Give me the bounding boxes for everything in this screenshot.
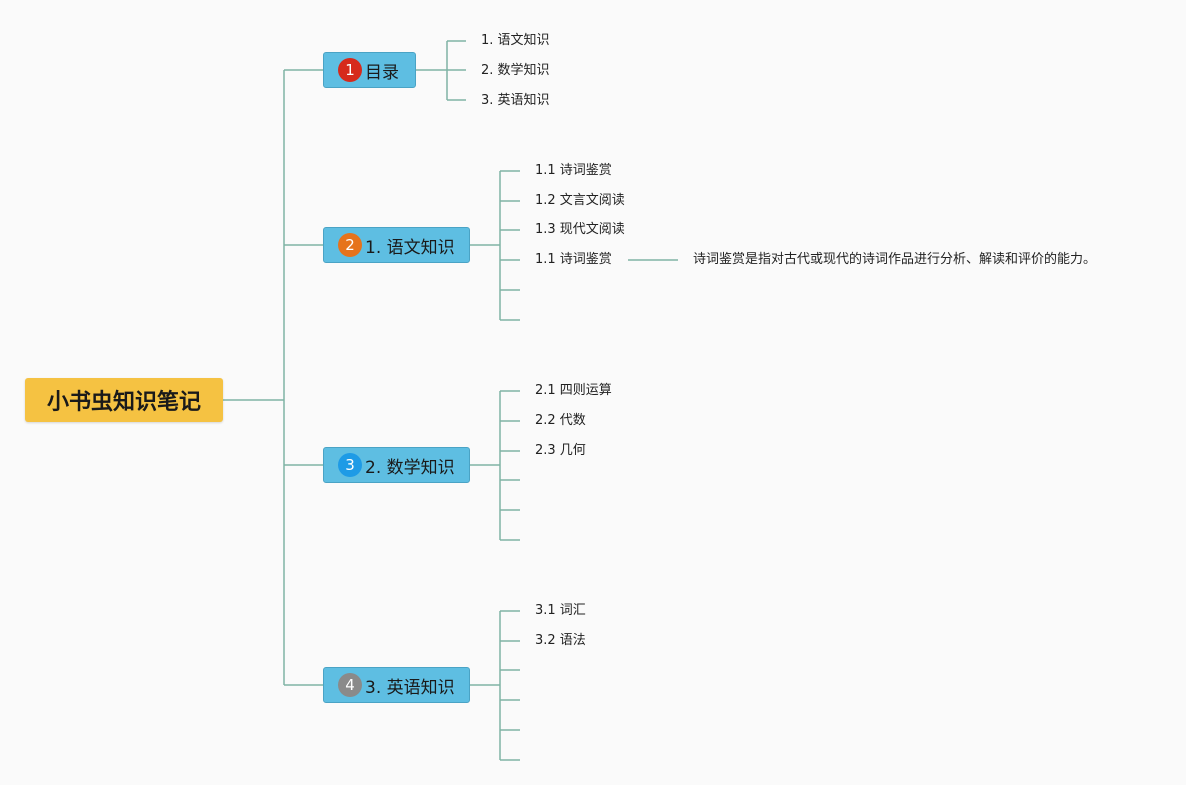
- branch-topic-label: 目录: [365, 62, 399, 83]
- subtopic-item[interactable]: 3.1 词汇: [535, 603, 586, 618]
- subtopic-item[interactable]: 2.3 几何: [535, 443, 586, 458]
- branch-topic-english[interactable]: 4 3. 英语知识: [323, 667, 470, 703]
- priority-1-marker-icon: 1: [338, 58, 362, 82]
- subtopic-item[interactable]: 1. 语文知识: [481, 33, 550, 48]
- priority-2-marker-icon: 2: [338, 233, 362, 257]
- subtopic-item[interactable]: 1.1 诗词鉴赏: [535, 252, 612, 267]
- branch-topic-label: 3. 英语知识: [365, 677, 455, 698]
- branch-topic-math[interactable]: 3 2. 数学知识: [323, 447, 470, 483]
- subtopic-item[interactable]: 1.1 诗词鉴赏: [535, 163, 612, 178]
- subtopic-item[interactable]: 1.3 现代文阅读: [535, 222, 625, 237]
- root-topic-label: 小书虫知识笔记: [46, 390, 201, 415]
- subtopic-note[interactable]: 诗词鉴赏是指对古代或现代的诗词作品进行分析、解读和评价的能力。: [693, 252, 1097, 267]
- branch-topic-contents[interactable]: 1 目录: [323, 52, 416, 88]
- priority-4-marker-icon: 4: [338, 673, 362, 697]
- branch-topic-label: 1. 语文知识: [365, 237, 455, 258]
- subtopic-item[interactable]: 3.2 语法: [535, 633, 586, 648]
- subtopic-item[interactable]: 2.1 四则运算: [535, 383, 612, 398]
- priority-3-marker-icon: 3: [338, 453, 362, 477]
- branch-topic-chinese[interactable]: 2 1. 语文知识: [323, 227, 470, 263]
- branch-topic-label: 2. 数学知识: [365, 457, 455, 478]
- subtopic-item[interactable]: 3. 英语知识: [481, 93, 550, 108]
- subtopic-item[interactable]: 2.2 代数: [535, 413, 586, 428]
- subtopic-item[interactable]: 1.2 文言文阅读: [535, 193, 625, 208]
- root-topic[interactable]: 小书虫知识笔记: [25, 378, 223, 422]
- subtopic-item[interactable]: 2. 数学知识: [481, 63, 550, 78]
